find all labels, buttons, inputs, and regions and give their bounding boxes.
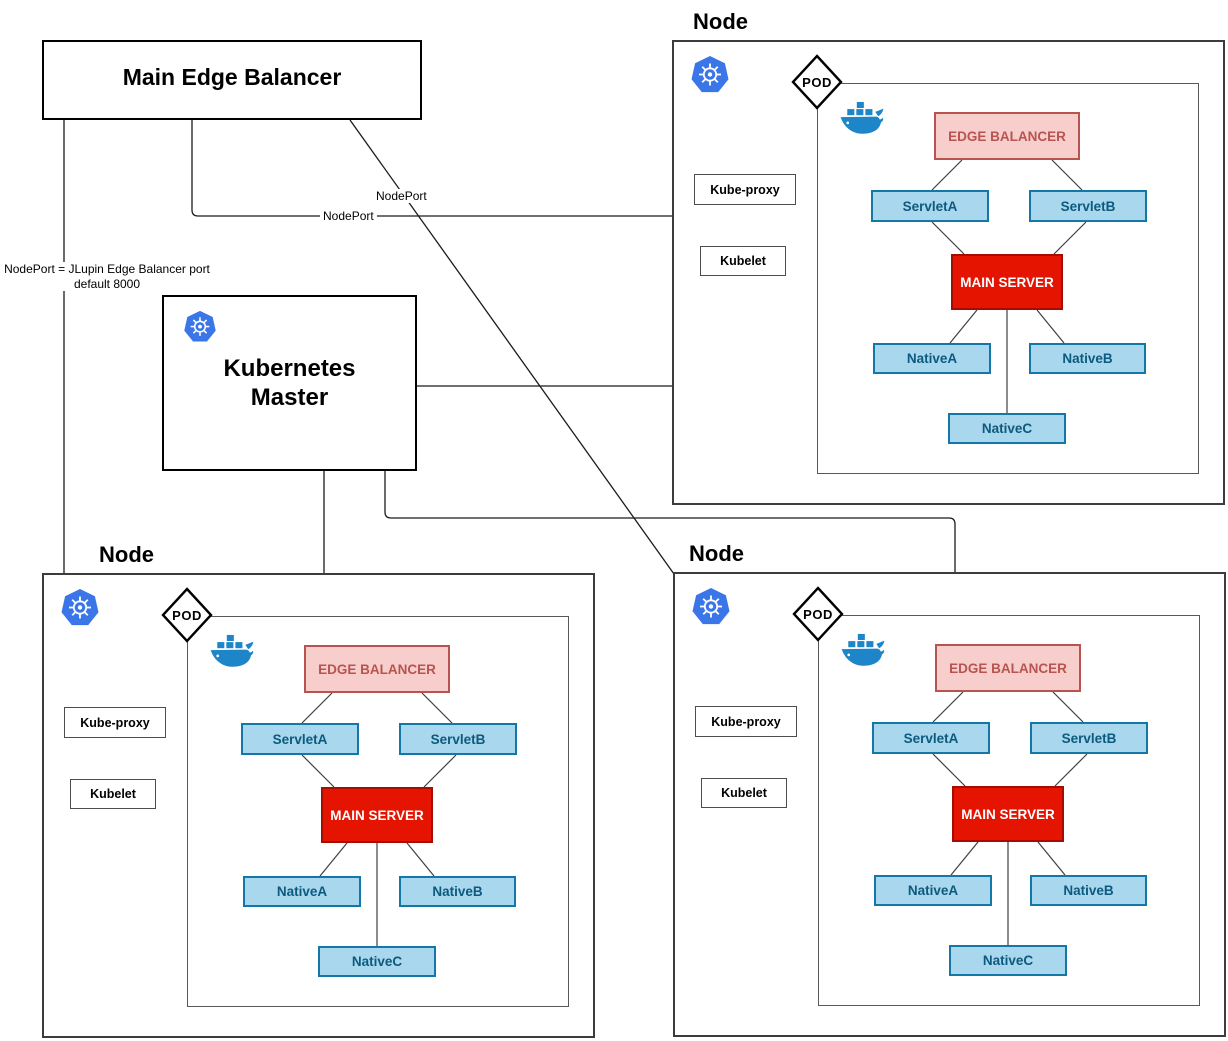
native-c-box: NativeC — [318, 946, 436, 977]
kubernetes-master-line2: Master — [250, 384, 329, 411]
pod-label: POD — [803, 606, 833, 622]
nodeport-label-diagonal: NodePort — [374, 189, 429, 203]
kubelet-box: Kubelet — [700, 246, 786, 276]
docker-icon — [208, 633, 256, 673]
kubernetes-master-box: Kubernetes Master — [162, 295, 417, 471]
kubernetes-icon — [691, 587, 731, 627]
pod-label: POD — [172, 607, 202, 623]
servlet-a-box: ServletA — [241, 723, 359, 755]
line-master-to-node-br — [384, 471, 956, 573]
pod-boundary-box — [187, 616, 569, 1007]
native-a-box: NativeA — [873, 343, 991, 374]
native-b-box: NativeB — [1029, 343, 1146, 374]
pod-boundary-box — [818, 615, 1200, 1006]
line-maineb-to-node-tr — [191, 120, 672, 217]
kube-proxy-box: Kube-proxy — [64, 707, 166, 738]
main-server-box: MAIN SERVER — [952, 786, 1064, 842]
node: Node — [673, 541, 1226, 1037]
servlet-a-box: ServletA — [872, 722, 990, 754]
kubelet-box: Kubelet — [70, 779, 156, 809]
kubernetes-icon — [60, 588, 100, 628]
kube-proxy-box: Kube-proxy — [694, 174, 796, 205]
kubernetes-icon — [690, 55, 730, 95]
node: Node — [42, 542, 595, 1038]
pod-badge: POD — [161, 587, 213, 643]
servlet-b-box: ServletB — [1030, 722, 1148, 754]
nodeport-note-line2: default 8000 — [73, 276, 141, 291]
node: Node — [672, 9, 1225, 505]
pod-badge: POD — [791, 54, 843, 110]
pod-boundary-box — [817, 83, 1199, 474]
nodeport-note: NodePort = JLupin Edge Balancer port def… — [0, 262, 214, 291]
kube-proxy-box: Kube-proxy — [695, 706, 797, 737]
main-server-box: MAIN SERVER — [951, 254, 1063, 310]
kubernetes-master-line1: Kubernetes — [223, 355, 356, 382]
docker-icon — [839, 632, 887, 672]
servlet-b-box: ServletB — [399, 723, 517, 755]
native-c-box: NativeC — [948, 413, 1066, 444]
main-server-box: MAIN SERVER — [321, 787, 433, 843]
edge-balancer-box: EDGE BALANCER — [304, 645, 450, 693]
node-title: Node — [99, 542, 154, 567]
kubernetes-master-label: Kubernetes Master — [223, 354, 355, 412]
docker-icon — [838, 100, 886, 140]
servlet-a-box: ServletA — [871, 190, 989, 222]
kubernetes-icon — [180, 310, 220, 350]
node-title: Node — [693, 9, 748, 34]
servlet-b-box: ServletB — [1029, 190, 1147, 222]
pod-label: POD — [802, 74, 832, 90]
native-a-box: NativeA — [874, 875, 992, 906]
pod-connector-lines — [931, 159, 1087, 413]
edge-balancer-box: EDGE BALANCER — [935, 644, 1081, 692]
node-title: Node — [689, 541, 744, 566]
nodeport-label-horizontal: NodePort — [320, 209, 377, 223]
kubelet-box: Kubelet — [701, 778, 787, 808]
pod-badge: POD — [792, 586, 844, 642]
native-b-box: NativeB — [1030, 875, 1147, 906]
pod-connector-lines — [932, 691, 1088, 945]
native-a-box: NativeA — [243, 876, 361, 907]
pod-diamond-shape — [161, 587, 213, 643]
pod-diamond-shape — [792, 586, 844, 642]
native-b-box: NativeB — [399, 876, 516, 907]
pod-connector-lines — [301, 692, 457, 946]
native-c-box: NativeC — [949, 945, 1067, 976]
nodeport-note-line1: NodePort = JLupin Edge Balancer port — [4, 262, 210, 276]
edge-balancer-box: EDGE BALANCER — [934, 112, 1080, 160]
pod-diamond-shape — [791, 54, 843, 110]
main-edge-balancer-box: Main Edge Balancer — [42, 40, 422, 120]
